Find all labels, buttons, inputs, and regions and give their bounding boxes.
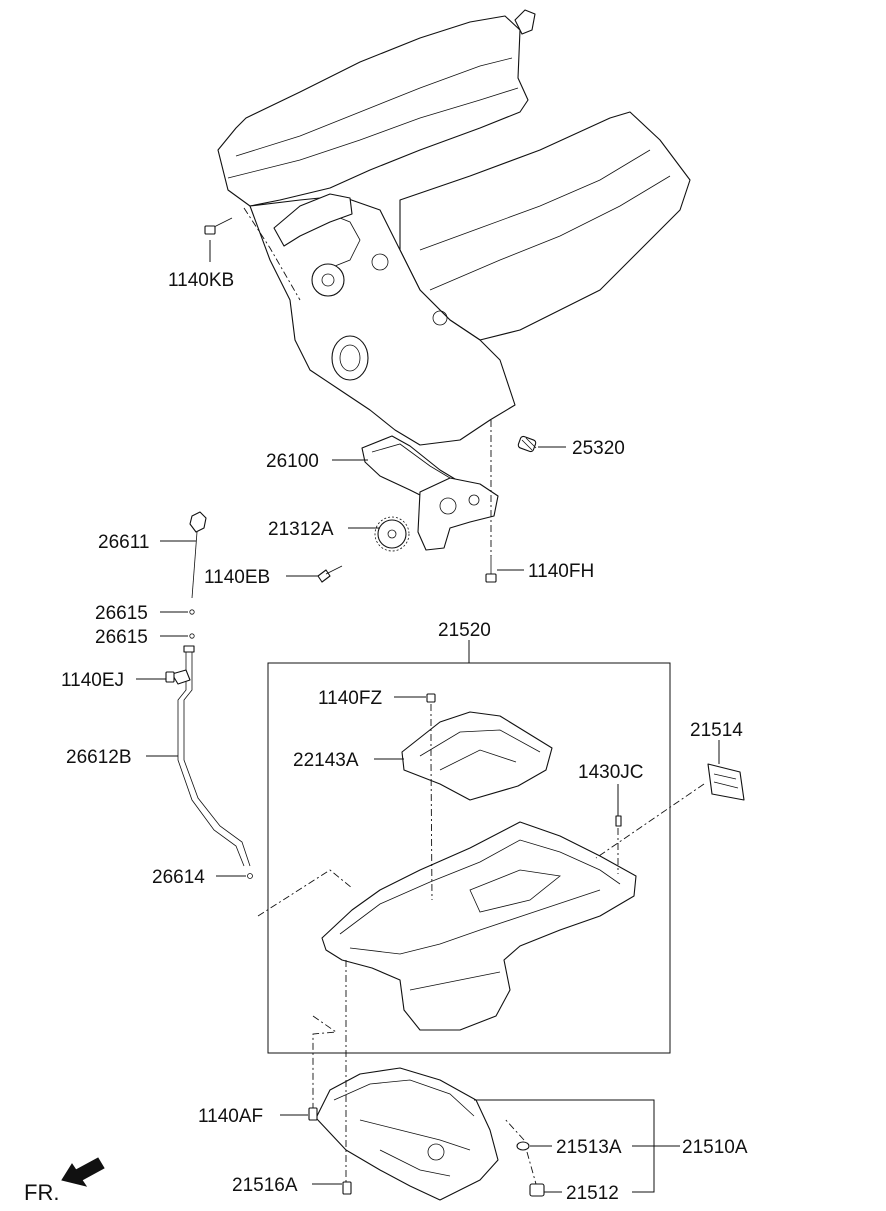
dipstick-assembly: [165, 511, 253, 879]
callout-21514: 21514: [690, 720, 743, 741]
callout-21513A: 21513A: [556, 1137, 622, 1158]
callout-1140FH: 1140FH: [528, 561, 594, 582]
callout-21510A: 21510A: [682, 1137, 748, 1158]
oil-pump-assembly: [204, 217, 537, 583]
engine-assembly: [217, 9, 691, 446]
callout-1140KB: 1140KB: [168, 270, 234, 291]
front-label: FR.: [24, 1180, 59, 1205]
alignment-lines: [243, 207, 705, 1185]
callout-labels: 1140KB 25320 26100 21312A 1140EB 1140FH …: [61, 270, 748, 1204]
callout-21520: 21520: [438, 620, 491, 641]
callout-26612B: 26612B: [66, 747, 132, 768]
upper-oil-pan-group: [321, 693, 745, 1031]
callout-21512: 21512: [566, 1183, 619, 1204]
lower-oil-pan: [308, 1067, 545, 1201]
callout-1140FZ: 1140FZ: [318, 688, 382, 709]
callout-1140EJ: 1140EJ: [61, 670, 124, 691]
callout-26614: 26614: [152, 867, 205, 888]
callout-1140AF: 1140AF: [198, 1106, 263, 1127]
callout-26611: 26611: [98, 532, 149, 553]
callout-21312A: 21312A: [268, 519, 334, 540]
front-arrow-icon: [61, 1157, 105, 1187]
callout-1430JC: 1430JC: [578, 762, 644, 783]
front-direction-indicator: FR.: [24, 1157, 105, 1205]
callout-26615-lower: 26615: [95, 627, 148, 648]
bolt-1140EB: [317, 565, 343, 583]
callout-26615-upper: 26615: [95, 603, 148, 624]
bolt-1140KB: [204, 217, 233, 235]
leader-lines: [136, 240, 720, 1193]
sprocket-21312A: [374, 516, 410, 552]
callout-21516A: 21516A: [232, 1175, 298, 1196]
bolt-1140FH: [485, 555, 497, 583]
callout-25320: 25320: [572, 438, 625, 459]
callout-26100: 26100: [266, 451, 319, 472]
callout-1140EB: 1140EB: [204, 567, 270, 588]
plug-25320: [517, 435, 537, 453]
callout-22143A: 22143A: [293, 750, 359, 771]
